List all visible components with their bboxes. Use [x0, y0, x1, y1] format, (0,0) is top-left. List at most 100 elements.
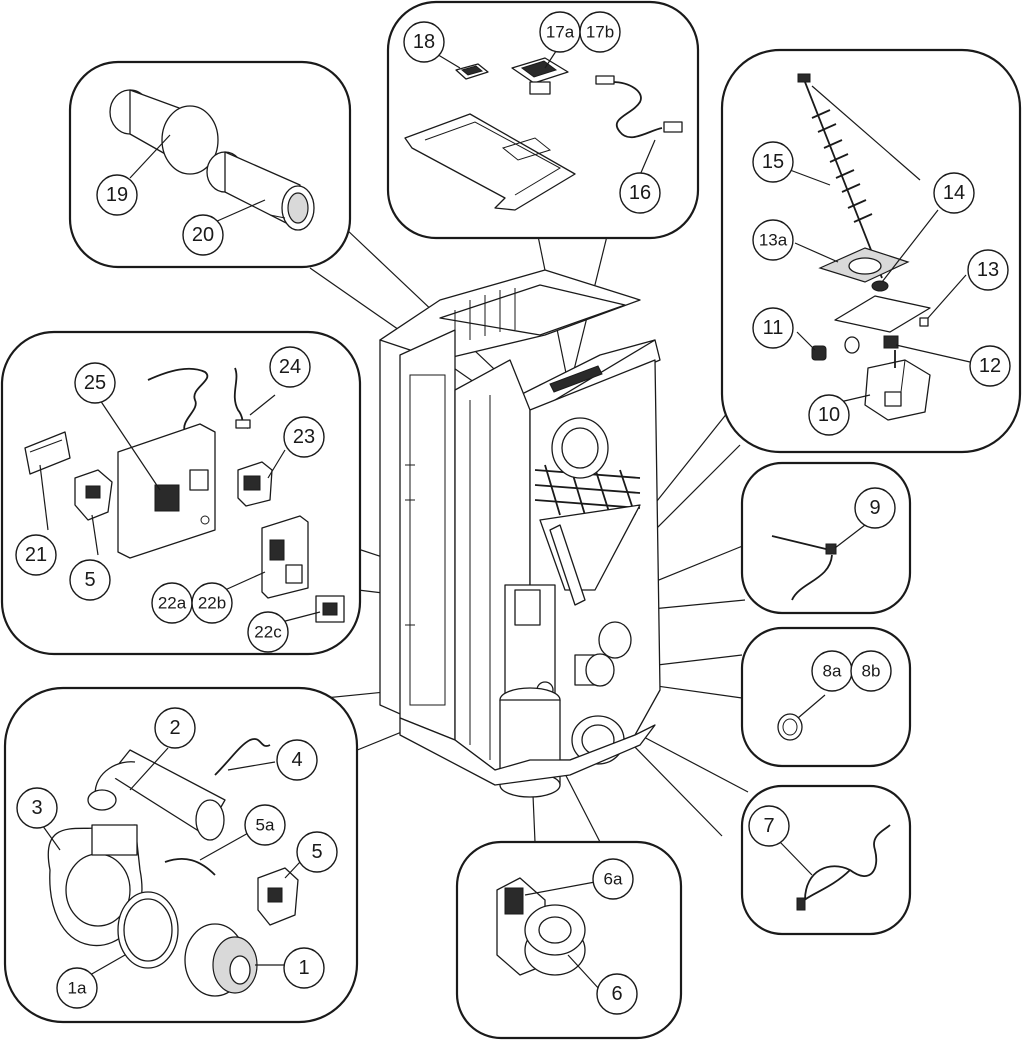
svg-text:17b: 17b: [586, 23, 614, 42]
callout-5-fan: 5: [296, 831, 338, 873]
svg-text:3: 3: [31, 797, 42, 819]
callout-22a: 22a: [151, 582, 193, 624]
part-18-keypad: [455, 63, 489, 80]
callout-12: 12: [969, 345, 1011, 387]
svg-text:13: 13: [977, 259, 999, 281]
svg-text:22c: 22c: [254, 623, 282, 642]
part-25-backplate: [117, 423, 216, 559]
svg-text:1: 1: [298, 957, 309, 979]
top-cover-plate: [404, 113, 576, 211]
svg-text:2: 2: [169, 717, 180, 739]
callout-22b: 22b: [191, 582, 233, 624]
part-5-pressure-switch-fan: [257, 867, 299, 926]
callout-6: 6: [596, 973, 638, 1015]
callout-20: 20: [182, 214, 224, 256]
part-13a-flange: [818, 247, 910, 283]
callout-17a: 17a: [539, 11, 581, 53]
callout-24: 24: [269, 346, 311, 388]
svg-text:21: 21: [25, 544, 47, 566]
callout-11: 11: [752, 307, 794, 349]
callout-13: 13: [967, 249, 1009, 291]
callout-19: 19: [96, 174, 138, 216]
svg-text:17a: 17a: [546, 23, 575, 42]
part-23-switch: [237, 461, 273, 507]
callout-9: 9: [854, 487, 896, 529]
pipe-19: [109, 89, 219, 175]
callout-1: 1: [283, 947, 325, 989]
svg-text:14: 14: [943, 182, 965, 204]
svg-text:20: 20: [192, 224, 214, 246]
bubble-probe-9: [740, 461, 912, 615]
callout-4: 4: [276, 739, 318, 781]
bubble-auger-assembly: [720, 48, 1022, 454]
svg-text:9: 9: [869, 497, 880, 519]
svg-text:5: 5: [311, 841, 322, 863]
stove-body: [379, 269, 661, 798]
part-8-gasket: [777, 713, 803, 741]
svg-text:4: 4: [291, 749, 302, 771]
part-22c-display: [315, 595, 345, 623]
part-16-cable: [595, 75, 683, 139]
part-6-burn-pot: [496, 877, 586, 976]
callout-25: 25: [74, 362, 116, 404]
callout-14: 14: [933, 172, 975, 214]
bubble-exhaust-pipes: [68, 60, 352, 269]
callout-5-panel: 5: [69, 559, 111, 601]
svg-text:6: 6: [611, 983, 622, 1005]
callout-15: 15: [752, 141, 794, 183]
part-11-bushing: [811, 336, 860, 361]
svg-text:11: 11: [763, 317, 784, 339]
svg-text:22a: 22a: [158, 594, 187, 613]
svg-text:1a: 1a: [68, 979, 87, 998]
svg-text:5a: 5a: [256, 816, 275, 835]
part-15-auger: [797, 73, 883, 279]
callout-13a: 13a: [752, 219, 794, 261]
callout-5a: 5a: [244, 804, 286, 846]
svg-text:25: 25: [84, 372, 106, 394]
callouts: 19 20 18 17a 17b 16 15 14 13a 13 11 12 1…: [15, 11, 1011, 1015]
part-1-fan-motor: [184, 923, 258, 997]
bubble-burn-pot: [455, 840, 683, 1040]
svg-text:8b: 8b: [862, 662, 881, 681]
svg-text:22b: 22b: [198, 594, 226, 613]
callout-3: 3: [16, 787, 58, 829]
svg-text:15: 15: [762, 151, 784, 173]
callout-18: 18: [403, 21, 445, 63]
callout-6a: 6a: [592, 858, 634, 900]
part-22-control-board: [261, 515, 309, 599]
part-7-sensor-cable: [796, 824, 891, 911]
svg-text:5: 5: [84, 569, 95, 591]
svg-text:12: 12: [979, 355, 1001, 377]
part-12-coupling: [883, 335, 899, 349]
part-2-pipe: [87, 749, 226, 841]
callout-10: 10: [808, 394, 850, 436]
callout-22c: 22c: [247, 611, 289, 653]
svg-text:18: 18: [413, 31, 435, 53]
part-9-probe: [771, 535, 837, 601]
part-1a-gasket: [117, 891, 179, 969]
part-5-pressure-switch: [74, 469, 113, 521]
svg-text:6a: 6a: [604, 870, 623, 889]
callout-8b: 8b: [850, 650, 892, 692]
callout-16: 16: [619, 172, 661, 214]
part-13-plate: [834, 280, 931, 333]
part-3-fan-housing: [47, 824, 143, 947]
svg-text:8a: 8a: [823, 662, 842, 681]
part-21-circuit-board: [24, 431, 71, 475]
callout-1a: 1a: [56, 967, 98, 1009]
svg-text:7: 7: [763, 815, 774, 837]
svg-text:10: 10: [818, 404, 840, 426]
pipe-20: [206, 151, 315, 231]
svg-text:16: 16: [629, 182, 651, 204]
bubble-control-display: [386, 0, 700, 240]
callout-23: 23: [283, 416, 325, 458]
callout-21: 21: [15, 534, 57, 576]
bubble-gasket-8: [740, 626, 912, 768]
svg-text:24: 24: [279, 356, 301, 378]
callout-2: 2: [154, 707, 196, 749]
svg-text:13a: 13a: [759, 231, 788, 250]
callout-17b: 17b: [579, 11, 621, 53]
svg-text:19: 19: [106, 184, 128, 206]
callout-8a: 8a: [811, 650, 853, 692]
